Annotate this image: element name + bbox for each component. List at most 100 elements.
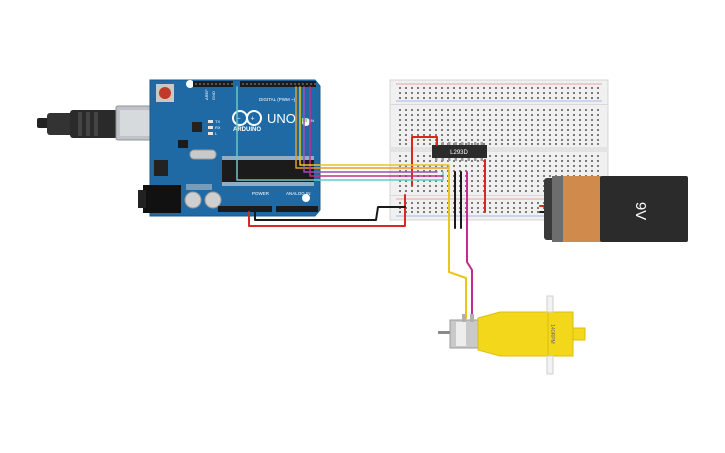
breadboard-hole[interactable] xyxy=(477,143,479,145)
breadboard-hole[interactable] xyxy=(429,155,431,157)
breadboard-hole[interactable] xyxy=(537,134,539,136)
breadboard-hole[interactable] xyxy=(513,211,515,213)
breadboard-hole[interactable] xyxy=(507,124,509,126)
breadboard-hole[interactable] xyxy=(477,109,479,111)
wire-magenta[interactable] xyxy=(309,86,444,177)
breadboard-hole[interactable] xyxy=(465,109,467,111)
breadboard-hole[interactable] xyxy=(525,97,527,99)
breadboard-hole[interactable] xyxy=(507,185,509,187)
breadboard-hole[interactable] xyxy=(435,202,437,204)
breadboard-hole[interactable] xyxy=(549,160,551,162)
breadboard-hole[interactable] xyxy=(417,119,419,121)
breadboard-hole[interactable] xyxy=(465,170,467,172)
breadboard-hole[interactable] xyxy=(459,124,461,126)
breadboard-hole[interactable] xyxy=(435,185,437,187)
breadboard-hole[interactable] xyxy=(495,207,497,209)
breadboard-hole[interactable] xyxy=(399,165,401,167)
breadboard-hole[interactable] xyxy=(561,165,563,167)
breadboard-hole[interactable] xyxy=(513,119,515,121)
breadboard-hole[interactable] xyxy=(555,129,557,131)
breadboard-hole[interactable] xyxy=(585,165,587,167)
breadboard-hole[interactable] xyxy=(489,97,491,99)
breadboard-hole[interactable] xyxy=(525,170,527,172)
breadboard-hole[interactable] xyxy=(561,97,563,99)
breadboard-hole[interactable] xyxy=(573,165,575,167)
breadboard-hole[interactable] xyxy=(417,124,419,126)
breadboard-hole[interactable] xyxy=(585,139,587,141)
breadboard-hole[interactable] xyxy=(567,155,569,157)
breadboard-hole[interactable] xyxy=(447,170,449,172)
breadboard-hole[interactable] xyxy=(441,165,443,167)
breadboard-hole[interactable] xyxy=(417,87,419,89)
breadboard-hole[interactable] xyxy=(507,139,509,141)
breadboard-hole[interactable] xyxy=(465,119,467,121)
breadboard-hole[interactable] xyxy=(507,87,509,89)
breadboard-hole[interactable] xyxy=(441,180,443,182)
breadboard-hole[interactable] xyxy=(405,190,407,192)
breadboard-hole[interactable] xyxy=(489,109,491,111)
breadboard-hole[interactable] xyxy=(555,87,557,89)
breadboard-hole[interactable] xyxy=(501,211,503,213)
breadboard-hole[interactable] xyxy=(513,134,515,136)
breadboard-hole[interactable] xyxy=(525,114,527,116)
breadboard-hole[interactable] xyxy=(441,207,443,209)
breadboard-hole[interactable] xyxy=(579,92,581,94)
breadboard-hole[interactable] xyxy=(489,170,491,172)
breadboard-hole[interactable] xyxy=(471,185,473,187)
reset-button[interactable] xyxy=(156,84,174,102)
breadboard-hole[interactable] xyxy=(489,119,491,121)
breadboard-hole[interactable] xyxy=(495,92,497,94)
breadboard-hole[interactable] xyxy=(423,165,425,167)
breadboard-hole[interactable] xyxy=(531,202,533,204)
breadboard-hole[interactable] xyxy=(513,202,515,204)
breadboard-hole[interactable] xyxy=(399,180,401,182)
breadboard-hole[interactable] xyxy=(423,87,425,89)
breadboard-hole[interactable] xyxy=(495,97,497,99)
wire-black-gnd[interactable] xyxy=(254,206,406,221)
breadboard-hole[interactable] xyxy=(483,119,485,121)
breadboard-hole[interactable] xyxy=(471,190,473,192)
breadboard-hole[interactable] xyxy=(537,155,539,157)
breadboard-hole[interactable] xyxy=(519,207,521,209)
breadboard-hole[interactable] xyxy=(417,180,419,182)
breadboard-hole[interactable] xyxy=(483,114,485,116)
breadboard-hole[interactable] xyxy=(537,175,539,177)
breadboard-hole[interactable] xyxy=(501,185,503,187)
breadboard-hole[interactable] xyxy=(513,109,515,111)
breadboard-hole[interactable] xyxy=(543,119,545,121)
breadboard-hole[interactable] xyxy=(429,139,431,141)
breadboard-hole[interactable] xyxy=(489,202,491,204)
breadboard-hole[interactable] xyxy=(501,165,503,167)
breadboard-hole[interactable] xyxy=(405,143,407,145)
breadboard-hole[interactable] xyxy=(585,170,587,172)
breadboard-hole[interactable] xyxy=(513,124,515,126)
breadboard-hole[interactable] xyxy=(405,134,407,136)
breadboard-hole[interactable] xyxy=(507,109,509,111)
breadboard-hole[interactable] xyxy=(459,139,461,141)
breadboard-hole[interactable] xyxy=(591,114,593,116)
breadboard-hole[interactable] xyxy=(495,190,497,192)
breadboard-hole[interactable] xyxy=(471,119,473,121)
breadboard-hole[interactable] xyxy=(399,109,401,111)
breadboard-hole[interactable] xyxy=(585,109,587,111)
breadboard-hole[interactable] xyxy=(423,160,425,162)
breadboard-hole[interactable] xyxy=(597,114,599,116)
breadboard-hole[interactable] xyxy=(405,165,407,167)
breadboard-hole[interactable] xyxy=(549,170,551,172)
breadboard-hole[interactable] xyxy=(465,139,467,141)
breadboard-hole[interactable] xyxy=(399,97,401,99)
breadboard-hole[interactable] xyxy=(471,207,473,209)
breadboard-hole[interactable] xyxy=(531,160,533,162)
breadboard-hole[interactable] xyxy=(459,170,461,172)
breadboard-hole[interactable] xyxy=(453,92,455,94)
breadboard-hole[interactable] xyxy=(531,185,533,187)
breadboard-hole[interactable] xyxy=(567,119,569,121)
breadboard-hole[interactable] xyxy=(495,170,497,172)
breadboard-hole[interactable] xyxy=(585,143,587,145)
breadboard-hole[interactable] xyxy=(531,175,533,177)
breadboard-hole[interactable] xyxy=(429,143,431,145)
breadboard-hole[interactable] xyxy=(465,97,467,99)
breadboard-hole[interactable] xyxy=(435,207,437,209)
breadboard-hole[interactable] xyxy=(531,87,533,89)
breadboard-hole[interactable] xyxy=(507,160,509,162)
